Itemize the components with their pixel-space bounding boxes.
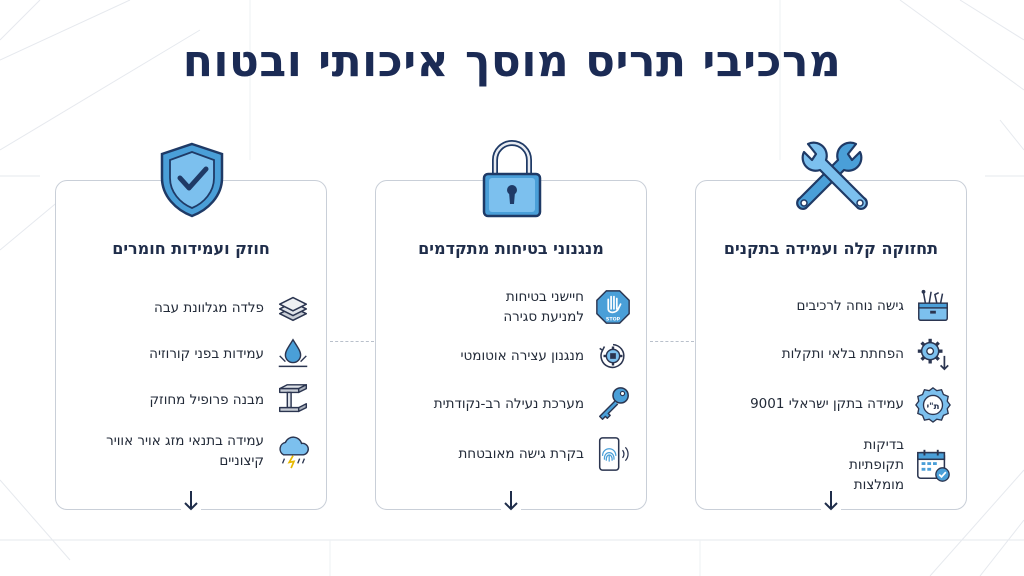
key-icon (598, 387, 629, 420)
list-item: עמידות בפני קורוזיה (68, 335, 312, 373)
connector-line (330, 341, 374, 342)
padlock-icon (482, 140, 542, 218)
list-item: מבנה פרופיל מחוזק (68, 381, 312, 419)
connector-line (650, 341, 694, 342)
page-title: מרכיבי תריס מוסך איכותי ובטוח (182, 36, 842, 87)
card-heading: תחזוקה קלה ועמידה בתקנים (723, 239, 939, 258)
card-heading: חוזק ועמידות חומרים (112, 239, 270, 258)
steel-layers-icon (278, 296, 308, 322)
item-label: הפחתת בלאי ותקלות (781, 346, 904, 362)
calendar-check-icon (917, 449, 950, 482)
item-label: פלדה מגלוונת עבה (154, 300, 264, 316)
list-item: פלדה מגלוונת עבה (68, 289, 312, 327)
list-item: מערכת נעילה רב-נקודתית (388, 385, 632, 423)
list-item: הפחתת בלאי ותקלות (708, 335, 952, 373)
item-label: חיישני בטיחות למניעת סגירה (503, 289, 584, 325)
fingerprint-phone-icon (598, 437, 629, 471)
auto-stop-gear-icon (599, 343, 625, 369)
list-item: גישה נוחה לרכיבים (708, 287, 952, 325)
list-item: מנגנון עצירה אוטומטי (388, 337, 632, 375)
item-label: מערכת נעילה רב-נקודתית (433, 396, 584, 412)
list-item: בדיקות תקופתיות מומלצות (708, 435, 952, 495)
list-item: בקרת גישה מאובטחת (388, 435, 632, 473)
gear-down-arrow-icon (917, 338, 949, 371)
card-safety: מנגנוני בטיחות מתקדמים STOP חיישני בטיחו… (375, 180, 647, 515)
arrow-down-icon (181, 487, 201, 515)
card-materials: חוזק ועמידות חומרים פלדה מגלוונת עבה עמי… (55, 180, 327, 515)
item-label: עמידות בפני קורוזיה (149, 346, 264, 362)
standard-seal-icon: ת"י (915, 387, 951, 423)
toolbox-icon (918, 289, 948, 321)
water-drop-icon (278, 338, 308, 368)
stop-label: STOP (606, 316, 621, 322)
item-label: מנגנון עצירה אוטומטי (460, 348, 584, 364)
list-item: ת"י עמידה בתקן ישראלי 9001 (708, 385, 952, 423)
card-heading: מנגנוני בטיחות מתקדמים (418, 239, 604, 258)
item-label: עמידה בתקן ישראלי 9001 (750, 396, 904, 412)
card-maintenance: תחזוקה קלה ועמידה בתקנים גישה נוחה לרכיב… (695, 180, 967, 515)
i-beam-icon (278, 384, 308, 413)
arrow-down-icon (501, 487, 521, 515)
item-label: בקרת גישה מאובטחת (458, 446, 584, 462)
item-label: גישה נוחה לרכיבים (796, 298, 904, 314)
seal-label: ת"י (927, 402, 940, 412)
list-item: STOP חיישני בטיחות למניעת סגירה (388, 287, 632, 327)
item-label: מבנה פרופיל מחוזק (149, 392, 264, 408)
wrench-screwdriver-icon (796, 141, 868, 210)
list-item: עמידה בתנאי מזג אויר אוויר קיצוניים (68, 431, 312, 471)
arrow-down-icon (821, 487, 841, 515)
storm-cloud-icon (279, 436, 309, 469)
item-label: בדיקות תקופתיות מומלצות (848, 437, 904, 493)
shield-check-icon (160, 142, 224, 218)
item-label: עמידה בתנאי מזג אויר אוויר קיצוניים (106, 433, 264, 469)
stop-hand-icon: STOP (596, 290, 630, 324)
